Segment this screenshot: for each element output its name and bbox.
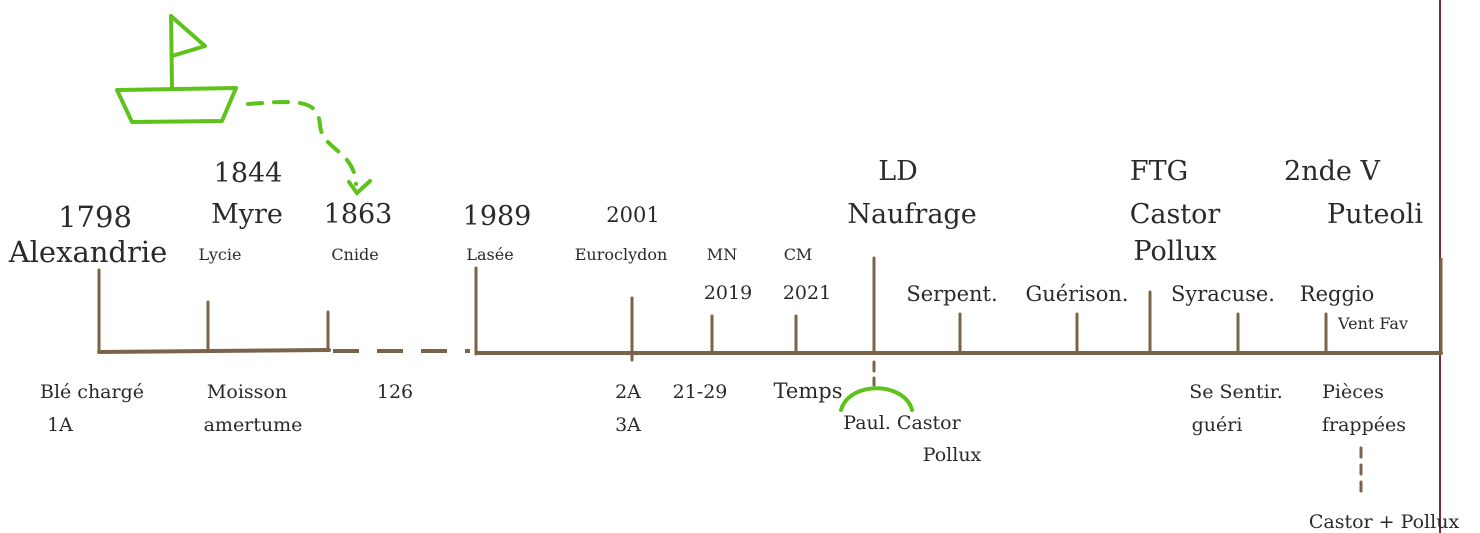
note-castor-pollux: Castor + Pollux [1308, 511, 1460, 533]
note-1a: 1A [47, 414, 73, 436]
place-lasee: Lasée [466, 245, 514, 264]
label-2nde-v: 2nde V [1284, 156, 1380, 187]
note-pieces: Pièces [1322, 381, 1384, 403]
sailboat-flag [170, 15, 207, 58]
label-mn: MN [706, 245, 738, 264]
place-myre: Myre [211, 199, 283, 230]
arrow-dashed-path [246, 100, 358, 186]
place-euroclydon: Euroclydon [574, 245, 668, 264]
note-moisson: Moisson [206, 381, 288, 403]
year-2019: 2019 [703, 282, 753, 304]
label-serpent: Serpent. [906, 282, 998, 306]
note-ble-charge: Blé chargé [39, 381, 145, 403]
year-2021: 2021 [782, 282, 832, 304]
note-amertume: amertume [203, 414, 303, 436]
timeline-segment-early [97, 348, 331, 354]
note-2a: 2A [615, 381, 641, 403]
label-syracuse: Syracuse. [1171, 282, 1275, 306]
timeline-axis [97, 348, 1443, 355]
note-frappees: frappées [1321, 414, 1407, 436]
green-arc-mark [839, 386, 914, 412]
year-2001: 2001 [606, 203, 660, 227]
sailboat-mast [169, 14, 174, 90]
label-castor: Castor [1129, 199, 1221, 230]
year-1798: 1798 [58, 200, 132, 234]
note-paul-castor: Paul. Castor [843, 412, 961, 434]
note-3a: 3A [615, 414, 641, 436]
year-1844: 1844 [213, 158, 283, 189]
place-reggio: Reggio [1299, 282, 1375, 306]
label-cm: CM [783, 245, 813, 264]
sailboat-icon [115, 14, 238, 124]
label-ld: LD [878, 156, 918, 187]
place-puteoli: Puteoli [1327, 199, 1423, 230]
label-ftg: FTG [1129, 156, 1189, 187]
label-naufrage: Naufrage [847, 199, 977, 230]
timeline-ticks [97, 256, 1363, 493]
sailboat-hull [115, 86, 238, 124]
year-1989: 1989 [462, 201, 532, 232]
note-se-sentir: Se Sentir. [1189, 381, 1283, 403]
note-pollux: Pollux [922, 444, 982, 466]
label-vent-fav: Vent Fav [1338, 314, 1408, 333]
note-gueri: guéri [1191, 414, 1243, 436]
place-cnide: Cnide [331, 245, 379, 264]
place-lycie: Lycie [198, 245, 242, 264]
note-126: 126 [376, 381, 414, 403]
arrow-head [347, 179, 372, 196]
year-1863: 1863 [323, 199, 393, 230]
curved-dashed-arrow-icon [246, 100, 372, 196]
note-21-29: 21-29 [672, 381, 728, 403]
label-pollux: Pollux [1133, 236, 1217, 267]
label-guerison: Guérison. [1025, 282, 1129, 306]
note-temps: Temps [773, 379, 843, 403]
place-alexandrie: Alexandrie [8, 235, 168, 269]
